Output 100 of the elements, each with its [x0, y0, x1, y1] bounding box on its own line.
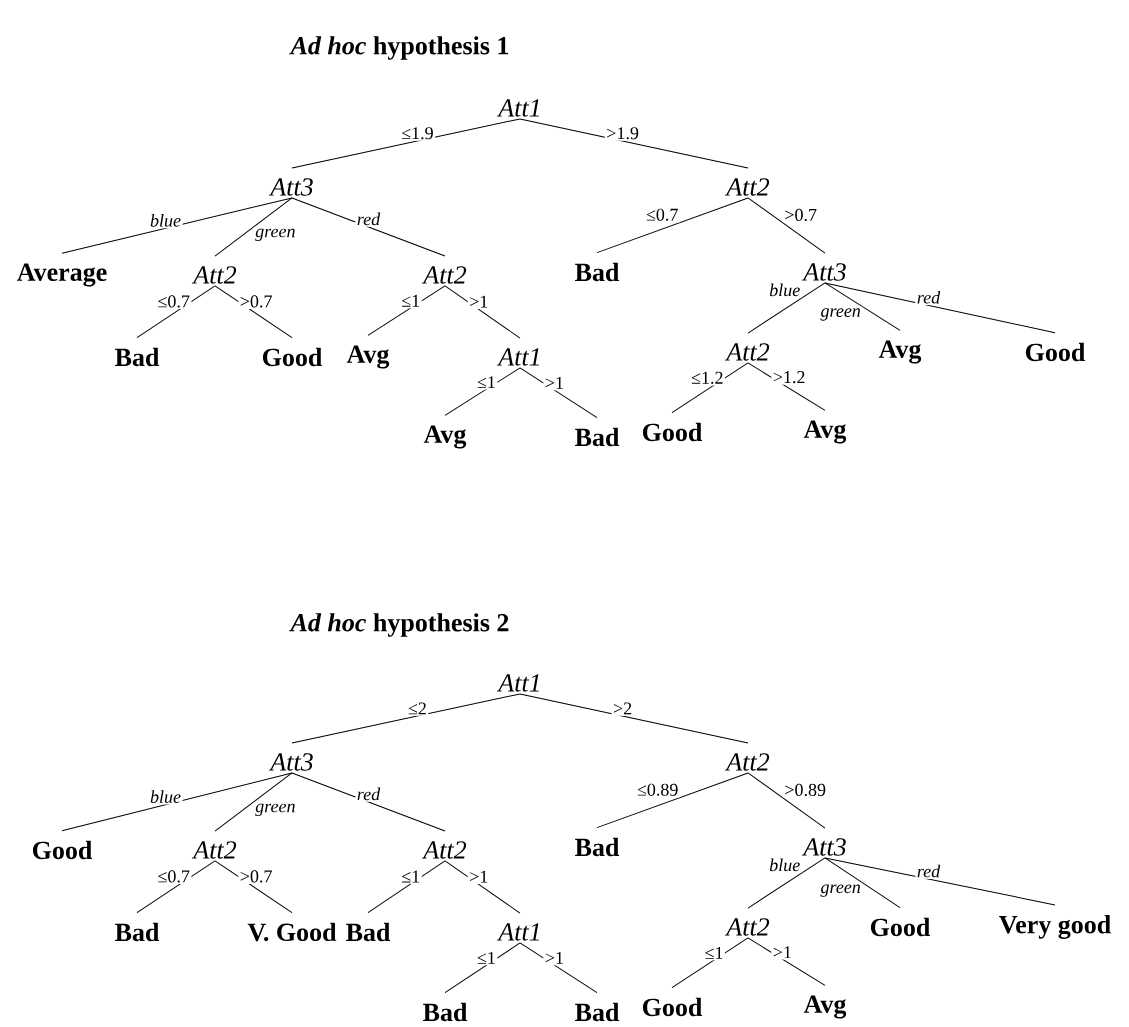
edge-label: ≤0.7	[156, 293, 192, 310]
branch-line	[136, 285, 216, 339]
class-label: Bad	[575, 837, 620, 857]
branch-line	[291, 693, 521, 744]
class-label: Good	[32, 840, 93, 860]
attribute-label: Att2	[191, 841, 237, 859]
class-label: Bad	[115, 922, 160, 942]
class-label: Bad	[115, 347, 160, 367]
edge-label: >1.9	[604, 125, 641, 141]
branch-line	[824, 282, 1056, 334]
edge-label: >1	[467, 294, 490, 309]
edge-label: >1.2	[771, 369, 807, 385]
edge-label: >1	[771, 944, 794, 960]
class-label: Good	[1025, 342, 1086, 362]
edge-label: >1	[543, 375, 566, 391]
edge-label: ≤1.9	[399, 125, 436, 141]
attribute-label: Att2	[724, 918, 770, 936]
edge-label: ≤2	[406, 700, 429, 716]
edge-label: ≤1	[399, 869, 422, 884]
edge-label: blue	[148, 788, 183, 805]
attribute-label: Att1	[496, 674, 539, 692]
class-label: Bad	[575, 1002, 620, 1022]
edge-label: red	[355, 786, 382, 802]
class-label: Good	[262, 347, 323, 367]
branch-line	[824, 282, 901, 331]
branch-line	[444, 860, 521, 914]
branch-line	[214, 285, 293, 339]
branch-line	[291, 772, 446, 832]
class-label: Bad	[423, 1002, 468, 1022]
branch-line	[214, 197, 293, 257]
class-label: Very good	[999, 915, 1111, 939]
class-label: Avg	[803, 995, 847, 1019]
edge-label: blue	[148, 212, 183, 229]
attribute-label: Att3	[801, 263, 846, 281]
attribute-label: Att3	[801, 838, 846, 856]
heading: Ad hoc hypothesis 2	[289, 613, 509, 637]
edge-label: green	[253, 227, 297, 243]
attribute-label: Att1	[496, 99, 539, 117]
edge-label: ≤1	[399, 293, 422, 309]
attribute-label: Att3	[268, 753, 313, 771]
attribute-label: Att2	[421, 841, 467, 859]
branch-line	[444, 285, 521, 339]
edge-label: ≤0.7	[644, 207, 680, 223]
attribute-label: Att1	[496, 348, 539, 366]
branch-line	[136, 860, 216, 914]
branch-line	[214, 860, 293, 914]
branch-line	[747, 772, 826, 829]
edge-label: >0.89	[782, 782, 828, 798]
branch-line	[747, 282, 826, 334]
attribute-label: Att2	[191, 266, 237, 284]
branch-line	[824, 857, 1056, 906]
edge-label: ≤1	[475, 950, 498, 966]
attribute-label: Att2	[724, 753, 770, 771]
edge-label: blue	[767, 857, 802, 873]
branch-line	[747, 937, 826, 986]
class-label: Bad	[575, 427, 620, 447]
class-label: V. Good	[247, 922, 337, 942]
edge-label: blue	[767, 282, 802, 298]
branch-line	[444, 942, 521, 994]
class-label: Avg	[803, 420, 847, 444]
edge-label: red	[355, 211, 382, 227]
branch-line	[214, 772, 293, 832]
class-label: Average	[17, 263, 107, 287]
heading: Ad hoc hypothesis 1	[289, 36, 509, 60]
attribute-label: Att2	[724, 343, 770, 361]
attribute-label: Att3	[268, 178, 313, 196]
branch-line	[444, 367, 521, 416]
class-label: Bad	[575, 262, 620, 282]
class-label: Avg	[423, 425, 467, 449]
class-label: Good	[870, 917, 931, 937]
class-label: Bad	[346, 922, 391, 942]
branch-line	[671, 362, 749, 414]
edge-label: green	[819, 883, 863, 899]
edge-label: ≤1.2	[689, 370, 725, 386]
edge-label: red	[915, 289, 942, 306]
branch-line	[367, 860, 446, 914]
branch-line	[519, 118, 749, 169]
branch-line	[61, 772, 293, 832]
branch-line	[291, 197, 446, 257]
branch-line	[671, 937, 749, 989]
edge-label: ≤1	[475, 374, 498, 390]
edge-label: >0.7	[782, 207, 819, 223]
branch-line	[747, 362, 826, 411]
attribute-label: Att1	[496, 923, 539, 941]
edge-label: green	[253, 802, 297, 818]
class-label: Avg	[346, 345, 390, 369]
attribute-label: Att2	[421, 266, 467, 284]
edge-label: green	[819, 306, 863, 323]
branch-line	[519, 693, 749, 744]
branch-line	[824, 857, 901, 909]
attribute-label: Att2	[724, 178, 770, 196]
class-label: Good	[642, 997, 703, 1017]
class-label: Avg	[878, 340, 922, 364]
edge-label: ≤1	[703, 945, 725, 961]
branch-line	[747, 857, 826, 909]
branch-line	[61, 197, 293, 254]
branch-line	[519, 942, 598, 994]
edge-label: >1	[467, 869, 490, 884]
branch-line	[596, 772, 749, 829]
edge-label: >1	[543, 950, 566, 966]
